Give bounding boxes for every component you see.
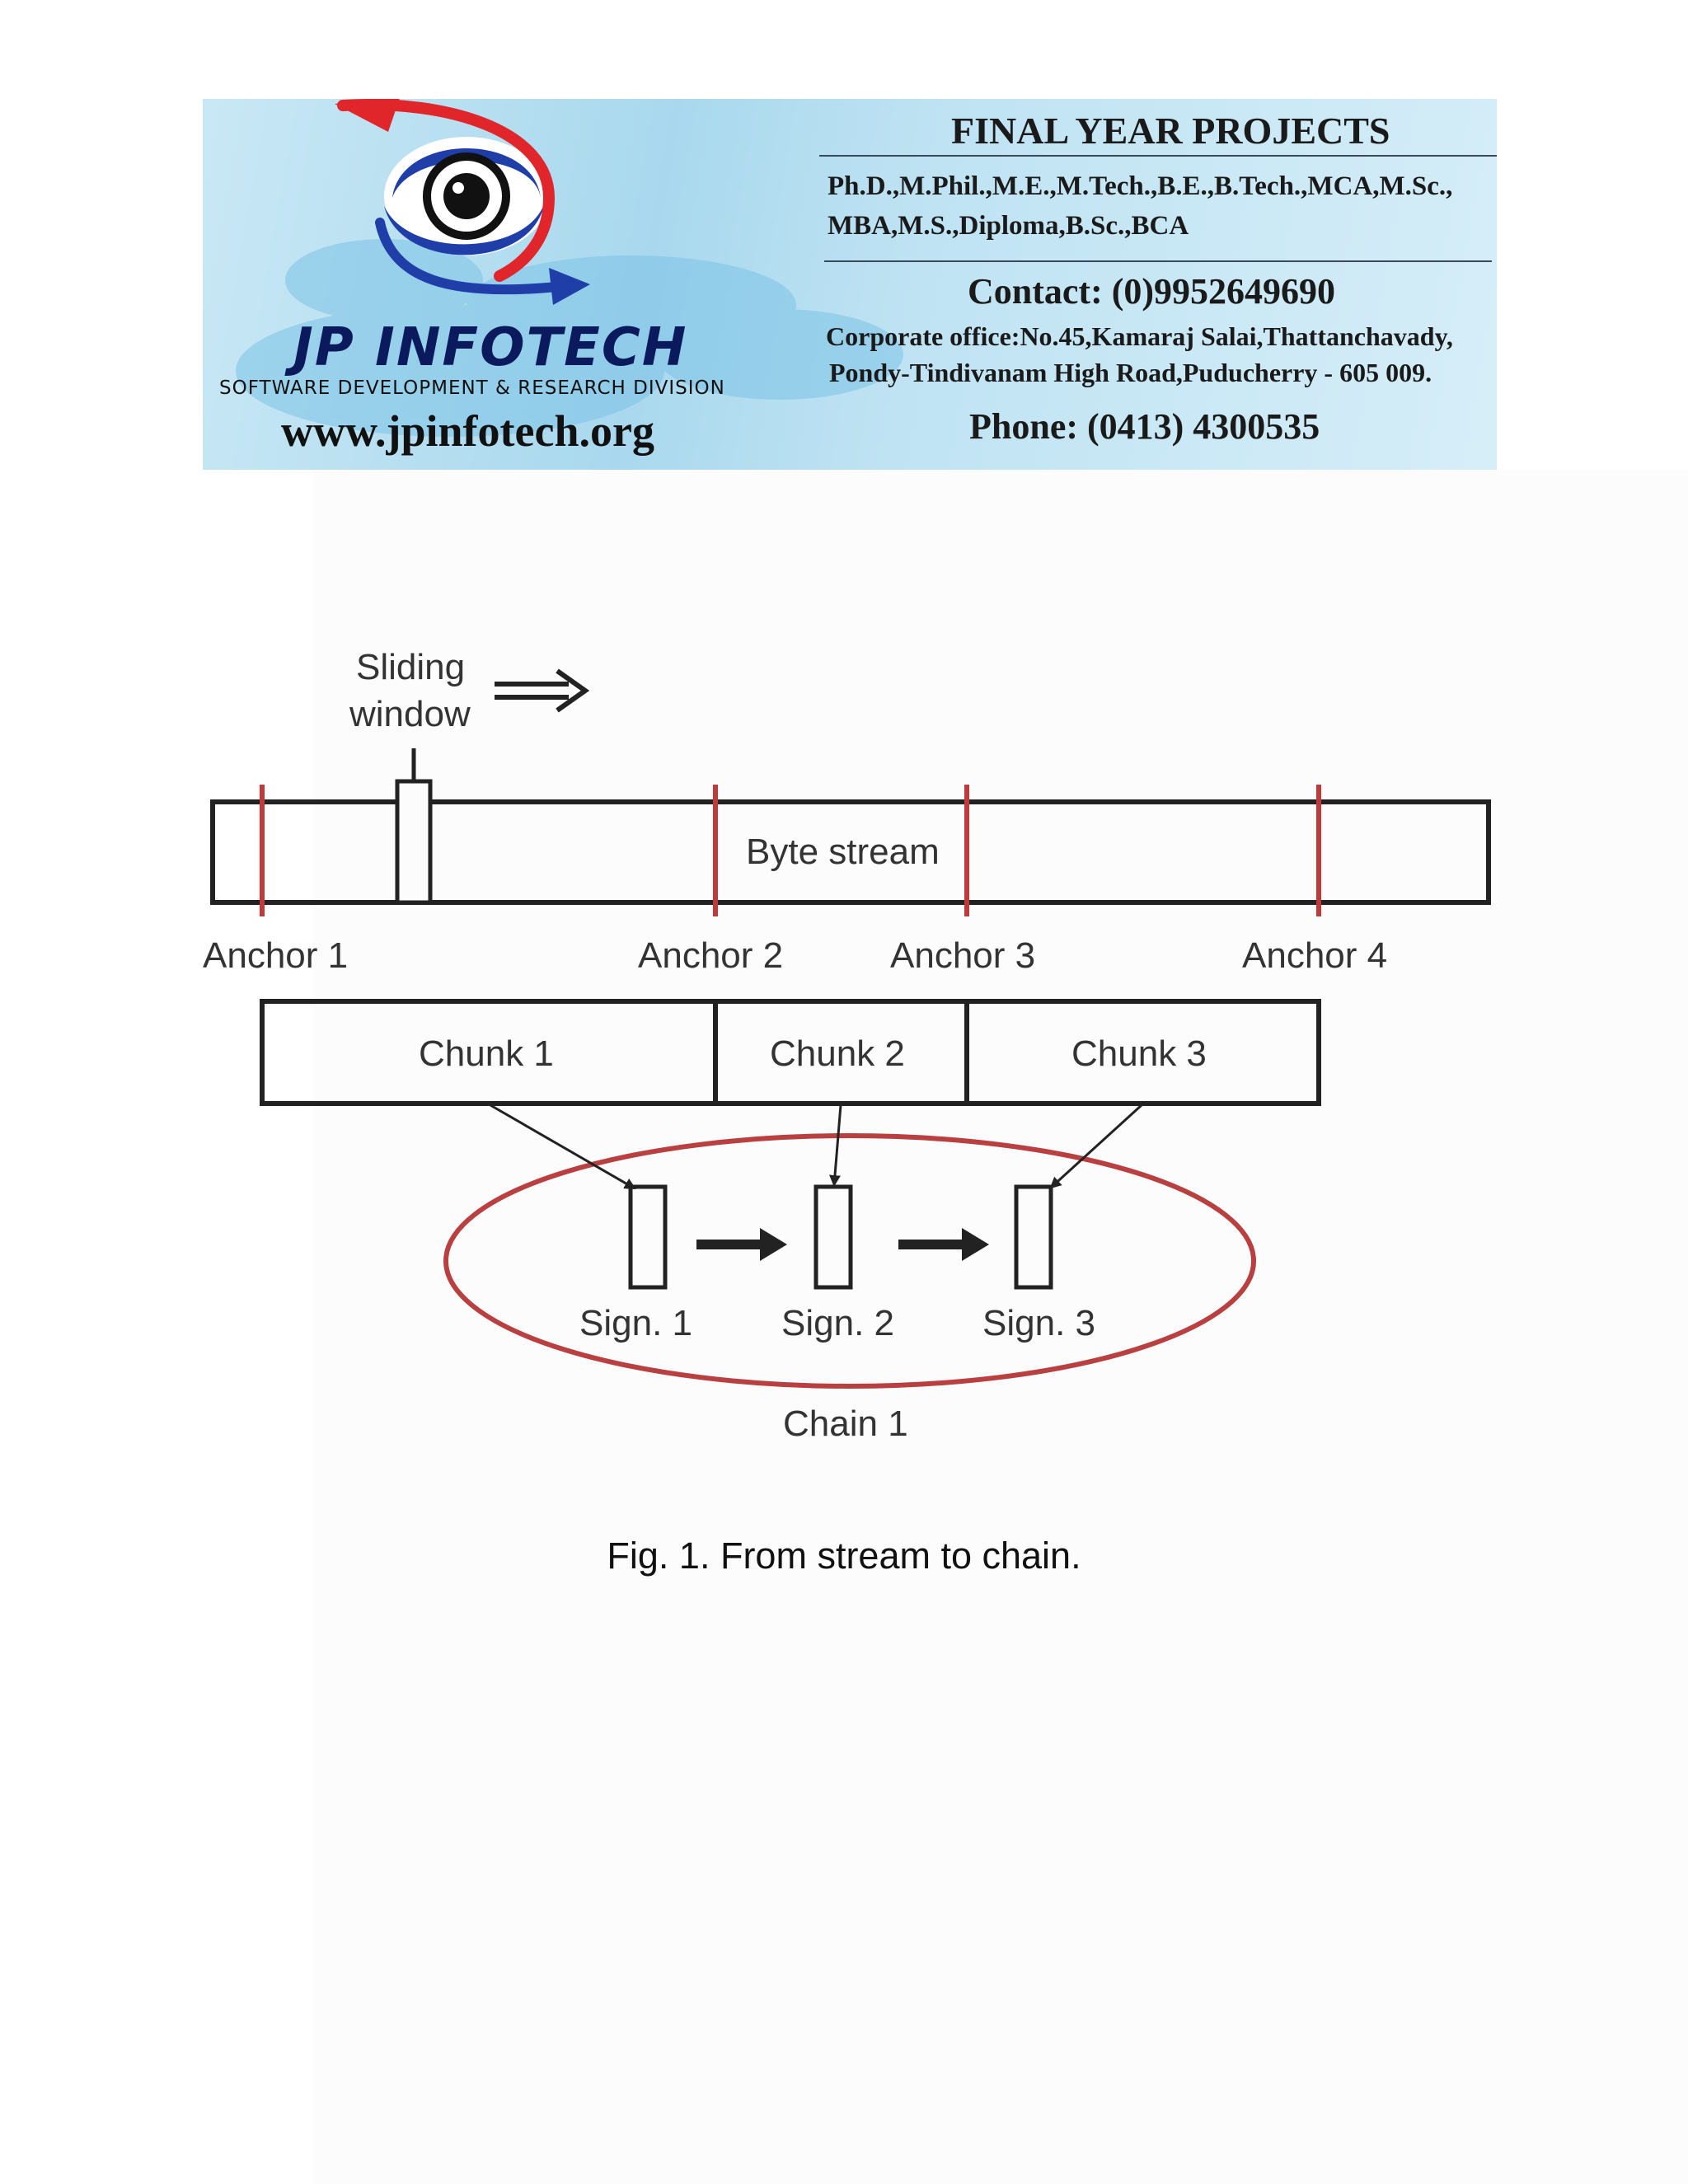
chunk-to-signature-arrows xyxy=(490,1104,1143,1190)
right-arrow-icon xyxy=(696,1228,787,1261)
right-arrow-icon xyxy=(898,1228,989,1261)
arrow-chunk1-sign1 xyxy=(490,1104,636,1190)
world-map-graphic xyxy=(236,239,903,437)
phone-number: Phone: (0413) 4300535 xyxy=(969,406,1320,447)
anchor-label-1: Anchor 1 xyxy=(203,935,349,976)
banner-heading: FINAL YEAR PROJECTS xyxy=(951,110,1390,152)
header-banner: JP INFOTECH SOFTWARE DEVELOPMENT & RESEA… xyxy=(203,99,1497,470)
signature-chain-arrows xyxy=(696,1228,989,1261)
banner-contact-panel: FINAL YEAR PROJECTS Ph.D.,M.Phil.,M.E.,M… xyxy=(819,99,1497,470)
page-background xyxy=(313,470,1688,2184)
address-line-1: Corporate office:No.45,Kamaraj Salai,Tha… xyxy=(826,321,1453,351)
arrow-chunk2-sign2 xyxy=(829,1104,842,1187)
signature-box-2 xyxy=(814,1184,853,1290)
chunks-bar xyxy=(260,999,1321,1106)
signature-label-2: Sign. 2 xyxy=(781,1303,894,1343)
brand-tagline: SOFTWARE DEVELOPMENT & RESEARCH DIVISION xyxy=(219,377,725,399)
anchor-label-2: Anchor 2 xyxy=(638,935,784,976)
byte-stream-bar xyxy=(210,799,1491,905)
anchor-markers xyxy=(260,785,1321,916)
chain-label: Chain 1 xyxy=(783,1404,908,1444)
divider xyxy=(824,260,1492,262)
signature-label-1: Sign. 1 xyxy=(579,1303,692,1343)
byte-stream-label: Byte stream xyxy=(746,832,940,872)
contact-number: Contact: (0)9952649690 xyxy=(968,271,1336,312)
anchor-label-3: Anchor 3 xyxy=(890,935,1036,976)
chunk-label-2: Chunk 2 xyxy=(770,1033,905,1074)
signature-box-3 xyxy=(1014,1184,1053,1290)
chunk-label-3: Chunk 3 xyxy=(1071,1033,1207,1074)
signature-label-3: Sign. 3 xyxy=(982,1303,1095,1343)
divider xyxy=(819,155,1497,157)
degrees-line-1: Ph.D.,M.Phil.,M.E.,M.Tech.,B.E.,B.Tech.,… xyxy=(828,171,1453,201)
brand-name: JP INFOTECH xyxy=(293,317,688,378)
signature-boxes xyxy=(628,1184,1053,1290)
degrees-line-2: MBA,M.S.,Diploma,B.Sc.,BCA xyxy=(828,211,1189,241)
anchor-label-4: Anchor 4 xyxy=(1242,935,1388,976)
sliding-window-label-line-1: Sliding xyxy=(356,647,466,687)
figure-caption: Fig. 1. From stream to chain. xyxy=(607,1535,1081,1577)
banner-decoration xyxy=(236,99,903,437)
chain-ellipse xyxy=(443,1133,1256,1389)
signature-box-1 xyxy=(628,1184,668,1290)
website-link[interactable]: www.jpinfotech.org xyxy=(281,406,654,456)
blue-arrow-icon xyxy=(375,218,590,305)
chunk-label-1: Chunk 1 xyxy=(419,1033,554,1074)
arrow-chunk3-sign3 xyxy=(1049,1104,1143,1189)
sliding-window-box xyxy=(395,748,433,905)
eye-logo-icon xyxy=(384,137,549,255)
red-arrow-icon xyxy=(335,99,556,282)
sliding-window-label-line-2: window xyxy=(349,694,471,734)
address-line-2: Pondy-Tindivanam High Road,Puducherry - … xyxy=(829,358,1432,387)
sliding-window-arrow-icon xyxy=(495,668,590,713)
